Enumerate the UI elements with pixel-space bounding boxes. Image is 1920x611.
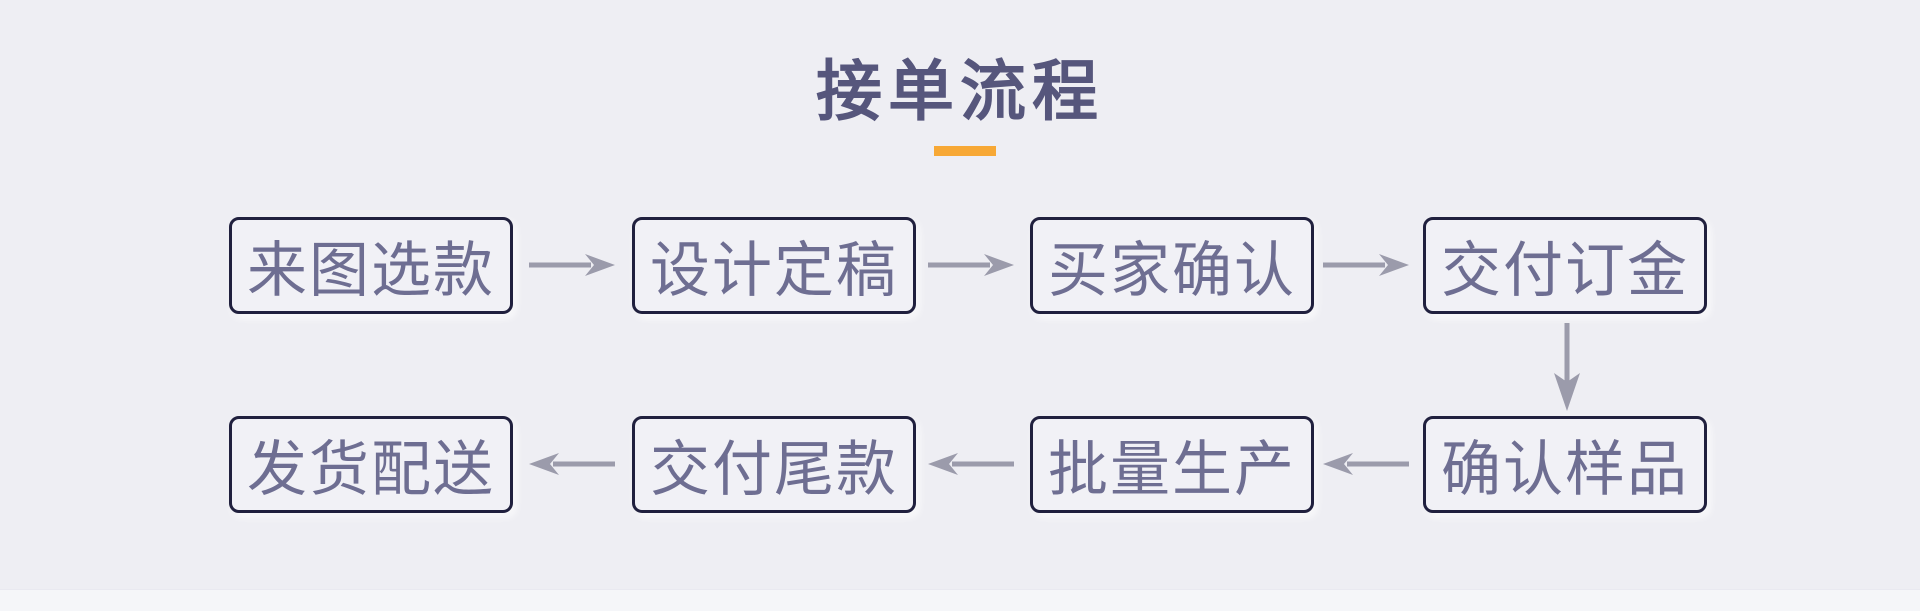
arrow-right-icon (928, 254, 1014, 276)
arrow-left-icon (529, 453, 615, 475)
flow-step-7-label: 交付尾款 (650, 437, 898, 503)
flow-step-1-label: 来图选款 (247, 238, 495, 304)
flow-step-5: 确认样品 (1423, 416, 1707, 513)
flow-step-4: 交付订金 (1423, 217, 1707, 314)
flow-step-5-label: 确认样品 (1441, 437, 1689, 503)
flow-step-3-label: 买家确认 (1048, 238, 1296, 304)
bottom-strip (0, 589, 1920, 611)
title-underline-accent (934, 146, 996, 156)
arrow-right-icon (1323, 254, 1409, 276)
flow-step-8-label: 发货配送 (247, 437, 495, 503)
flow-step-1: 来图选款 (229, 217, 513, 314)
flow-step-7: 交付尾款 (632, 416, 916, 513)
flow-step-2: 设计定稿 (632, 217, 916, 314)
flow-step-8: 发货配送 (229, 416, 513, 513)
page-title: 接单流程 (816, 56, 1104, 129)
arrow-right-icon (529, 254, 615, 276)
arrow-left-icon (1323, 453, 1409, 475)
flow-step-6-label: 批量生产 (1048, 437, 1296, 503)
arrow-down-icon (1554, 323, 1580, 411)
flow-step-2-label: 设计定稿 (650, 238, 898, 304)
flow-step-6: 批量生产 (1030, 416, 1314, 513)
arrow-left-icon (928, 453, 1014, 475)
flow-step-3: 买家确认 (1030, 217, 1314, 314)
flow-step-4-label: 交付订金 (1441, 238, 1689, 304)
